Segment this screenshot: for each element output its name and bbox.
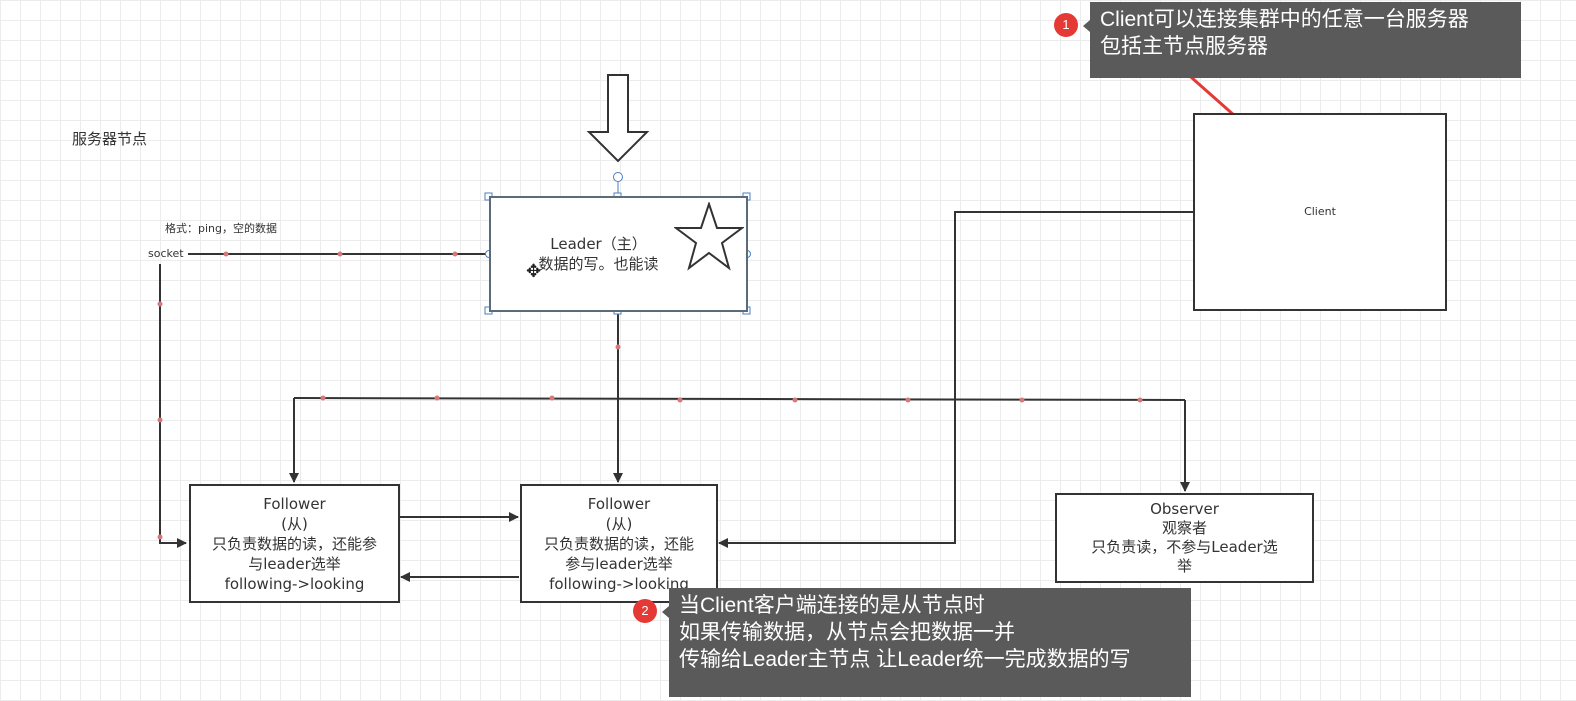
note2-comment[interactable]: 当Client客户端连接的是从节点时 如果传输数据，从节点会把数据一并 传输给L…: [669, 588, 1191, 697]
note1-line1: Client可以连接集群中的任意一台服务器: [1100, 8, 1469, 31]
section-title: 服务器节点: [72, 130, 148, 148]
follower-mid-state: following->looking: [549, 574, 689, 593]
follower-mid-title: Follower: [587, 494, 651, 513]
follower-left-title: Follower: [263, 494, 326, 513]
format-label: 格式：ping，空的数据: [165, 222, 277, 235]
note2-badge[interactable]: 2: [633, 599, 657, 623]
observer-desc2: 举: [1176, 557, 1192, 575]
client-to-follower-connector[interactable]: [718, 211, 1193, 548]
follower-mid-desc1: 只负责数据的读，还能: [543, 534, 694, 553]
follower-mid-role: (从): [605, 514, 633, 533]
follower-left-role: (从): [281, 514, 308, 533]
leader-title: Leader（主）: [550, 235, 647, 253]
star-icon[interactable]: [674, 202, 744, 272]
observer-title: Observer: [1150, 500, 1219, 518]
follower-left-desc1: 只负责数据的读，还能参: [211, 534, 377, 553]
observer-desc1: 只负责读，不参与Leader选: [1091, 538, 1278, 556]
socket-to-follower-connector[interactable]: [159, 264, 187, 548]
follower-left-state: following->looking: [224, 574, 365, 593]
bus-connector[interactable]: [293, 397, 1186, 401]
move-cursor-icon: ✥: [526, 261, 542, 282]
observer-node[interactable]: Observer 观察者 只负责读，不参与Leader选 举: [1055, 493, 1314, 583]
follower-mid-desc2: 参与leader选举: [565, 554, 673, 573]
observer-role: 观察者: [1161, 519, 1207, 537]
note2-line3: 传输给Leader主节点 让Leader统一完成数据的写: [679, 648, 1131, 671]
note2-line1: 当Client客户端连接的是从节点时: [679, 594, 985, 617]
note1-badge[interactable]: 1: [1054, 13, 1078, 37]
client-node[interactable]: Client: [1193, 113, 1447, 311]
follower-mid-node[interactable]: Follower (从) 只负责数据的读，还能 参与leader选举 follo…: [520, 484, 718, 603]
waypoint-dots: [157, 251, 1143, 540]
client-label: Client: [1304, 205, 1336, 218]
socket-label: socket: [148, 247, 184, 260]
leader-description: 数据的写。也能读: [538, 255, 659, 273]
note1-line2: 包括主节点服务器: [1100, 35, 1268, 58]
note1-pointer: [1083, 20, 1090, 32]
follower-left-node[interactable]: Follower (从) 只负责数据的读，还能参 与leader选举 follo…: [189, 484, 400, 603]
note2-pointer: [662, 606, 669, 618]
note1-comment[interactable]: Client可以连接集群中的任意一台服务器 包括主节点服务器: [1090, 2, 1521, 78]
follower-left-desc2: 与leader选举: [248, 554, 341, 573]
note2-line2: 如果传输数据，从节点会把数据一并: [679, 621, 1015, 644]
down-arrow-icon: [586, 74, 650, 163]
